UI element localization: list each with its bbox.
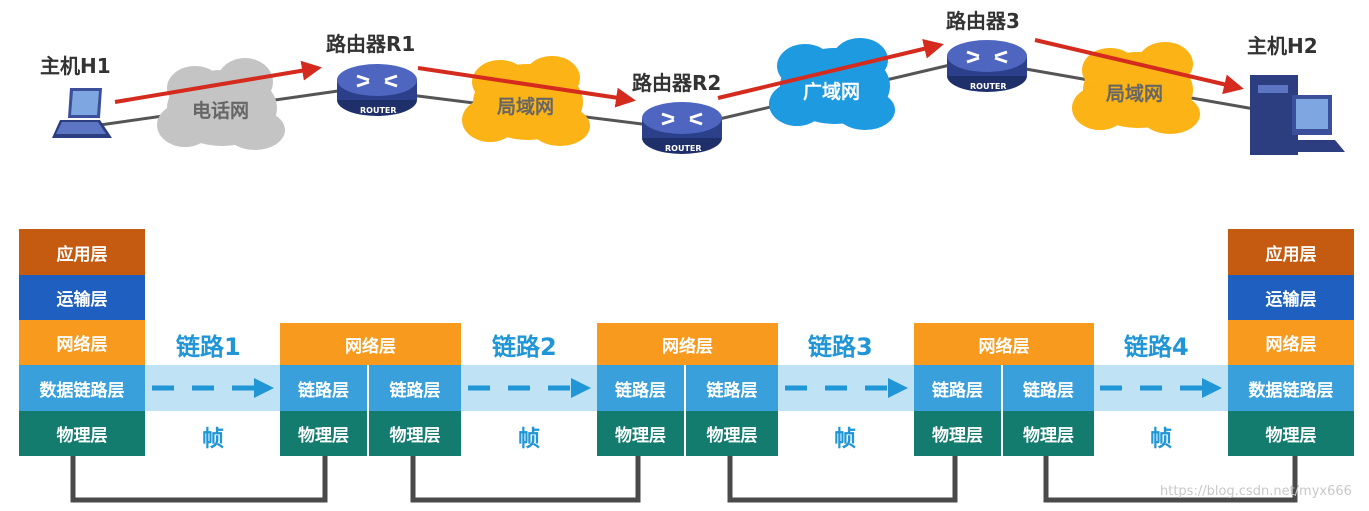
r3-link-layer-right: 链路层 (1003, 365, 1094, 411)
r1-physical-layer-left: 物理层 (280, 411, 369, 456)
router-r1-label: 路由器R1 (326, 32, 416, 56)
wire-1 (70, 455, 328, 503)
h2-application-layer: 应用层 (1228, 229, 1354, 275)
router-icon-r2 (642, 102, 722, 154)
wan-cloud (769, 38, 895, 130)
r1-physical-layer-right: 物理层 (369, 411, 461, 456)
link-1-label: 链路1 (176, 333, 241, 361)
h1-physical-layer: 物理层 (19, 411, 145, 456)
router-icon-r3 (947, 40, 1027, 92)
h1-transport-layer: 运输层 (19, 275, 145, 320)
h1-datalink-layer: 数据链路层 (19, 365, 145, 411)
r3-link-layer-left: 链路层 (914, 365, 1003, 411)
router-r2-label: 路由器R2 (632, 71, 722, 95)
router-tag: ROUTER (360, 106, 397, 115)
phone-network-label: 电话网 (192, 100, 250, 122)
laptop-icon (52, 88, 112, 138)
link-4-label: 链路4 (1124, 333, 1189, 361)
router-tag: ROUTER (665, 144, 702, 153)
h2-physical-layer: 物理层 (1228, 411, 1354, 456)
lan-label-2: 局域网 (1106, 83, 1164, 105)
h2-transport-layer: 运输层 (1228, 275, 1354, 320)
wire-4 (1043, 455, 1298, 503)
r2-network-layer: 网络层 (597, 323, 778, 365)
frame-label-4: 帧 (1150, 427, 1173, 452)
r2-link-layer-left: 链路层 (597, 365, 686, 411)
frame-label-1: 帧 (202, 427, 225, 452)
data-flow-arrow (417, 66, 636, 108)
host-h2-label: 主机H2 (1247, 34, 1318, 58)
r1-link-layer-left: 链路层 (280, 365, 369, 411)
router-tag: ROUTER (970, 82, 1007, 91)
frame-label-2: 帧 (518, 427, 541, 452)
data-flow-arrow (1034, 38, 1244, 95)
network-topology (52, 38, 1345, 155)
h1-application-layer: 应用层 (19, 229, 145, 275)
h2-datalink-layer: 数据链路层 (1228, 365, 1354, 411)
watermark: https://blog.csdn.net/myx666 (1160, 484, 1352, 499)
r1-link-layer-right: 链路层 (369, 365, 461, 411)
wire-2 (410, 455, 641, 503)
frame-arrows (152, 378, 1222, 398)
lan-cloud-1 (462, 56, 590, 146)
r3-physical-layer-left: 物理层 (914, 411, 1003, 456)
wire-3 (727, 455, 958, 503)
data-flow-arrow (114, 60, 322, 104)
h1-network-layer: 网络层 (19, 320, 145, 365)
router-icon-r1 (337, 64, 417, 116)
link-3-label: 链路3 (808, 333, 873, 361)
frame-label-3: 帧 (834, 427, 857, 452)
router-3-label: 路由器3 (946, 9, 1020, 33)
r2-physical-layer-right: 物理层 (686, 411, 778, 456)
r2-physical-layer-left: 物理层 (597, 411, 686, 456)
r3-network-layer: 网络层 (914, 323, 1094, 365)
lan-label-1: 局域网 (497, 96, 555, 118)
r3-physical-layer-right: 物理层 (1003, 411, 1094, 456)
data-flow-arrow (717, 38, 944, 100)
physical-wires (70, 455, 1298, 503)
desktop-computer-icon (1250, 75, 1345, 155)
r2-link-layer-right: 链路层 (686, 365, 778, 411)
host-h1-label: 主机H1 (40, 54, 111, 78)
wan-label: 广域网 (803, 81, 861, 103)
h2-network-layer: 网络层 (1228, 320, 1354, 365)
link-2-label: 链路2 (492, 333, 557, 361)
r1-network-layer: 网络层 (280, 323, 461, 365)
